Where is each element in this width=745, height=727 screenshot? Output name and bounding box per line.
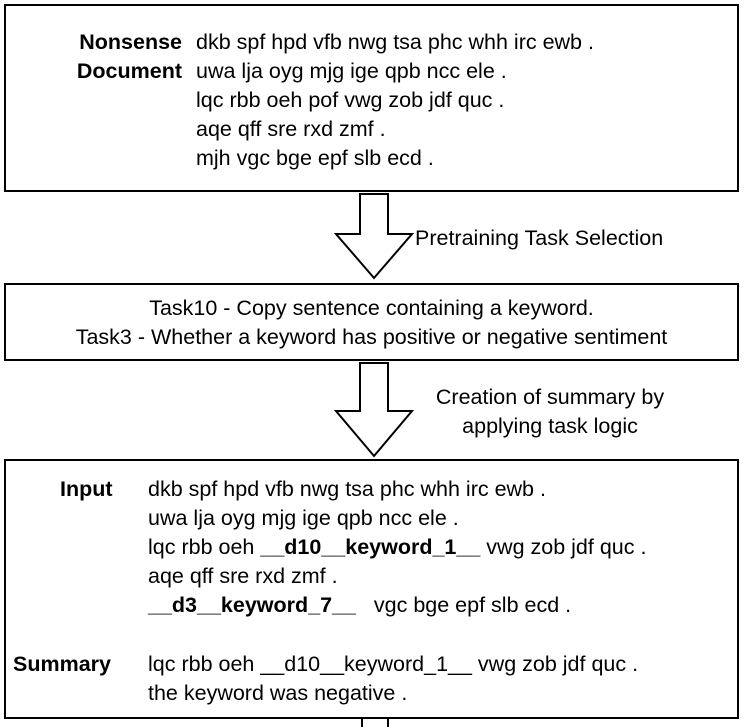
input-label: Input xyxy=(60,477,113,501)
down-arrow-icon xyxy=(333,193,415,280)
input-line-3-post: vwg zob jdf quc . xyxy=(486,535,647,559)
input-line-1: dkb spf hpd vfb nwg tsa phc whh irc ewb … xyxy=(148,477,546,501)
input-text: dkb spf hpd vfb nwg tsa phc whh irc ewb … xyxy=(148,475,646,620)
input-line-3-pre: lqc rbb oeh xyxy=(148,535,255,559)
input-line-2: uwa lja oyg mjg ige qpb ncc ele . xyxy=(148,506,459,530)
summary-text: lqc rbb oeh __d10__keyword_1__ vwg zob j… xyxy=(148,650,638,708)
pretraining-task-selection-label: Pretraining Task Selection xyxy=(415,226,664,250)
nonsense-document-label: Nonsense Document xyxy=(58,28,182,86)
task-text: Task10 - Copy sentence containing a keyw… xyxy=(4,294,739,352)
down-arrow-icon xyxy=(361,719,389,727)
keyword-7: __d3__keyword_7__ xyxy=(148,593,356,617)
arrow2-line-1: Creation of summary by xyxy=(435,385,665,409)
keyword-1: __d10__keyword_1__ xyxy=(260,535,481,559)
arrow2-line-2: applying task logic xyxy=(462,414,638,438)
input-line-5-post: vgc bge epf slb ecd . xyxy=(373,593,572,617)
task-line-1: Task10 - Copy sentence containing a keyw… xyxy=(149,296,594,320)
input-summary-box xyxy=(4,459,739,719)
summary-line-2: the keyword was negative . xyxy=(148,681,408,705)
doc-line-4: aqe qff sre rxd zmf . xyxy=(196,117,386,141)
summary-line-1: lqc rbb oeh __d10__keyword_1__ vwg zob j… xyxy=(148,652,639,676)
doc-line-5: mjh vgc bge epf slb ecd . xyxy=(196,146,434,170)
input-line-4: aqe qff sre rxd zmf . xyxy=(148,564,338,588)
nonsense-document-text: dkb spf hpd vfb nwg tsa phc whh irc ewb … xyxy=(196,28,594,173)
doc-line-1: dkb spf hpd vfb nwg tsa phc whh irc ewb … xyxy=(196,30,594,54)
task-box xyxy=(4,283,739,361)
label-line-2: Document xyxy=(76,59,182,83)
doc-line-3: lqc rbb oeh pof vwg zob jdf quc . xyxy=(196,88,505,112)
input-line-3: lqc rbb oeh __d10__keyword_1__ vwg zob j… xyxy=(148,533,646,562)
label-line-1: Nonsense xyxy=(79,30,182,54)
creation-of-summary-label: Creation of summary by applying task log… xyxy=(405,383,695,441)
input-line-5: __d3__keyword_7__ vgc bge epf slb ecd . xyxy=(148,591,646,620)
nonsense-document-box xyxy=(4,4,739,192)
summary-label: Summary xyxy=(13,652,111,676)
down-arrow-icon xyxy=(333,362,415,458)
task-line-2: Task3 - Whether a keyword has positive o… xyxy=(75,325,668,349)
doc-line-2: uwa lja oyg mjg ige qpb ncc ele . xyxy=(196,59,507,83)
